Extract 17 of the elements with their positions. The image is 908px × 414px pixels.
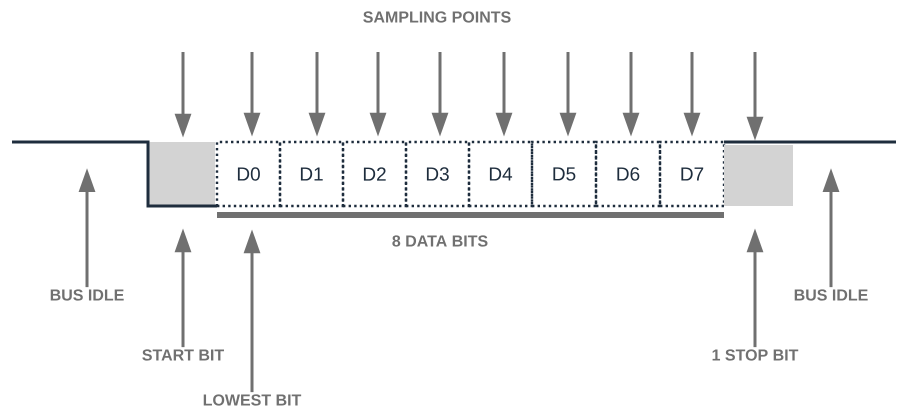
data-bit-cell: D4 <box>468 140 534 208</box>
data-bit-cell: D6 <box>594 140 662 208</box>
caption-label: 8 DATA BITS <box>392 235 488 247</box>
data-bit-cell: D7 <box>658 140 726 208</box>
callout-label: 1 STOP BIT <box>712 349 798 361</box>
data-bit-cell: D0 <box>216 140 282 208</box>
data-bit-cell: D1 <box>278 140 344 208</box>
data-bit-cell: D5 <box>530 140 598 208</box>
bit-cell <box>724 145 793 206</box>
callout-label: START BIT <box>142 349 224 361</box>
callout-label: LOWEST BIT <box>204 394 302 406</box>
callout-label: BUS IDLE <box>794 289 868 301</box>
bit-cell <box>148 142 215 206</box>
data-bit-cell: D3 <box>404 140 470 208</box>
callout-label: BUS IDLE <box>50 289 124 301</box>
data-bit-cell: D2 <box>342 140 408 208</box>
caption-label: SAMPLING POINTS <box>363 11 511 23</box>
